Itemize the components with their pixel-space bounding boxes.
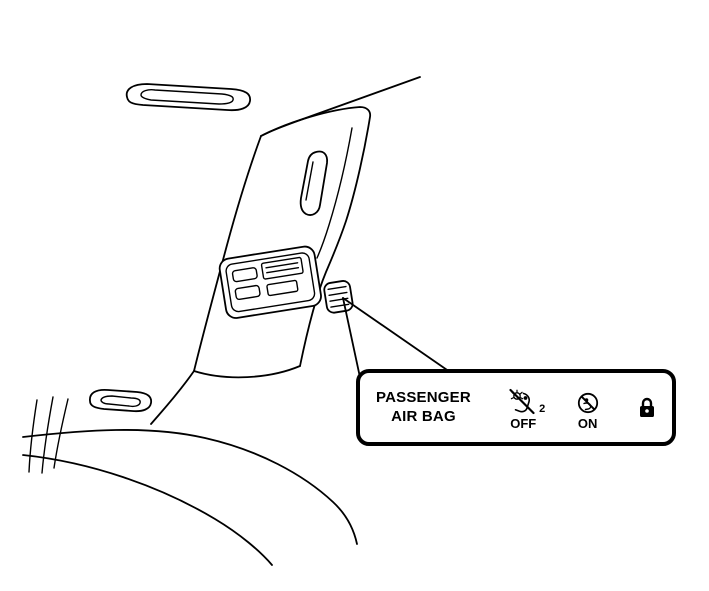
assist-handle	[125, 83, 251, 112]
airbag-off-subscript: 2	[539, 402, 546, 415]
airbag-off-icon	[509, 388, 535, 414]
on-label: ON	[577, 415, 598, 431]
airbag-switch-body	[323, 280, 354, 314]
door-pull-handle	[89, 388, 153, 413]
overhead-console	[218, 245, 354, 319]
instrument-panel-curves	[22, 370, 358, 566]
console-display-line-2	[266, 267, 300, 274]
door-line-1	[28, 399, 38, 473]
belt-slot-outline	[299, 150, 329, 216]
airbag-off-icon-wrap: 2	[509, 385, 545, 415]
assist-handle-outline	[125, 83, 251, 112]
switch-hatch-1	[327, 285, 347, 291]
passenger-airbag-switch	[323, 280, 354, 314]
switch-hatch-2	[328, 291, 348, 296]
pillar-inner-contour	[316, 127, 353, 259]
callout-box: PASSENGER AIR BAG 2 OFF	[356, 369, 676, 446]
airbag-on-icon	[577, 392, 598, 413]
console-button-1	[231, 267, 258, 283]
console-button-2	[234, 284, 261, 301]
lock-icon	[639, 397, 654, 417]
door-line-2	[41, 396, 54, 474]
roof-line	[260, 76, 421, 137]
console-housing	[218, 245, 322, 319]
leader-line-right	[342, 297, 451, 373]
switch-hatch-4	[330, 303, 350, 308]
roof-edge	[260, 76, 421, 137]
passenger-airbag-label-line2: AIR BAG	[391, 407, 456, 425]
console-button-3	[266, 279, 299, 297]
passenger-airbag-label: PASSENGER AIR BAG	[376, 389, 471, 427]
door-line-3	[53, 398, 69, 469]
seatbelt-guide-slot	[299, 150, 329, 216]
door-handle-inner	[100, 395, 141, 408]
assist-handle-inner	[140, 89, 234, 105]
off-label: OFF	[510, 415, 537, 431]
pillar-to-dash-connector	[150, 370, 195, 425]
belt-slot-inner	[305, 161, 314, 201]
switch-position-off: 2 OFF	[509, 385, 545, 431]
a-pillar-trim	[193, 106, 372, 379]
passenger-airbag-label-line1: PASSENGER	[376, 388, 471, 406]
switch-position-lock	[638, 396, 656, 419]
console-inner-bezel	[225, 252, 316, 313]
dash-curve-upper	[22, 429, 358, 545]
switch-position-on: ON	[576, 385, 600, 431]
door-handle-outline	[89, 388, 153, 413]
pillar-left-edge	[193, 135, 262, 372]
console-display-line-1	[265, 262, 299, 269]
console-display	[260, 256, 304, 280]
door-frame-lines	[28, 396, 69, 474]
pillar-bottom-edge	[193, 365, 301, 379]
airbag-on-icon-wrap	[576, 385, 600, 415]
dash-curve-lower	[22, 454, 273, 566]
pillar-right-edge	[260, 106, 372, 367]
